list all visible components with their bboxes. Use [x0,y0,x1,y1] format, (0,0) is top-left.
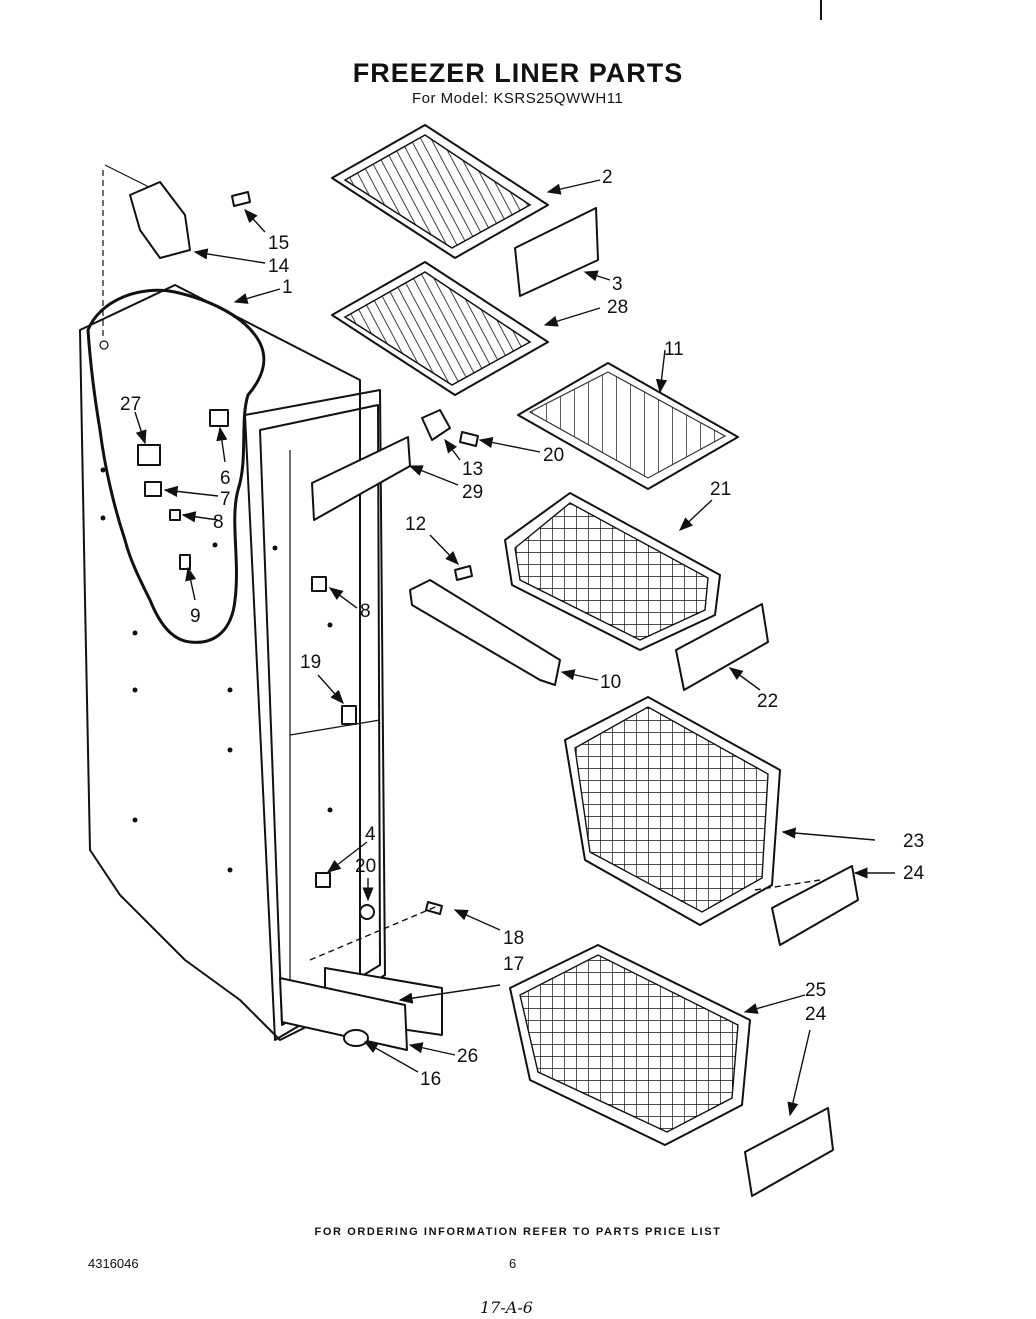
callout-10: 10 [600,672,621,693]
callout-labels: 1 2 3 4 6 7 8 8 9 10 11 12 13 14 15 16 1… [120,167,925,1090]
callout-23: 23 [903,831,924,852]
model-subtitle: For Model: KSRS25QWWH11 [412,90,624,107]
part-8-upper [169,509,181,521]
ordering-footer: FOR ORDERING INFORMATION REFER TO PARTS … [314,1226,722,1238]
callout-24-lower: 24 [805,1004,827,1025]
part-4 [315,872,331,888]
callout-3: 3 [612,274,623,295]
callout-25: 25 [805,980,826,1001]
callout-12: 12 [405,514,426,535]
page-number: 6 [509,1256,517,1271]
callout-21: 21 [710,479,731,500]
callout-20-upper: 20 [543,445,564,466]
shelf-2 [331,124,549,259]
page-title: FREEZER LINER PARTS [352,58,684,88]
callout-17: 17 [503,954,524,975]
callout-8-upper: 8 [213,512,224,533]
part-16 [343,1029,369,1047]
part-22 [675,603,769,691]
part-24-lower [744,1107,834,1197]
basket-23 [564,696,781,926]
basket-21 [504,492,721,651]
crop-mark [820,0,822,20]
part-9 [179,554,191,570]
part-26 [279,977,408,1051]
callout-16: 16 [420,1069,441,1090]
part-19 [341,705,357,725]
callout-7: 7 [220,489,231,510]
basket-25 [509,944,751,1146]
callout-14: 14 [268,256,290,277]
callout-11: 11 [664,339,684,360]
callout-1: 1 [282,277,293,298]
shelf-28 [331,261,549,396]
callout-18: 18 [503,928,524,949]
callout-9: 9 [190,606,201,627]
part-7 [144,481,162,497]
callout-13: 13 [462,459,483,480]
handwritten-note: 17-A-6 [480,1298,533,1317]
callout-29: 29 [462,482,483,503]
part-27 [137,444,161,466]
callout-2: 2 [602,167,613,188]
callout-28: 28 [607,297,628,318]
part-12 [454,565,473,581]
callout-4: 4 [365,824,376,845]
part-24-upper [771,865,859,946]
callout-24-upper: 24 [903,863,925,884]
leader-lines [134,179,895,1117]
freezer-liner [79,164,443,1051]
callout-26: 26 [457,1046,478,1067]
callout-22: 22 [757,691,778,712]
part-3 [514,207,599,297]
part-15 [231,191,251,207]
callout-15: 15 [268,233,289,254]
liner-holes [100,467,333,873]
callout-19: 19 [300,652,321,673]
callout-27: 27 [120,394,141,415]
part-14 [129,181,191,259]
part-13 [421,409,451,441]
callout-20-lower: 20 [355,856,376,877]
callout-8-lower: 8 [360,601,371,622]
part-6 [209,409,229,427]
part-20-upper [459,431,479,447]
part-8-lower [311,576,327,592]
document-number: 4316046 [88,1256,139,1271]
part-20-lower [359,904,375,920]
wire-shelf-11 [517,362,739,490]
part-10 [409,579,561,686]
callout-6: 6 [220,468,231,489]
